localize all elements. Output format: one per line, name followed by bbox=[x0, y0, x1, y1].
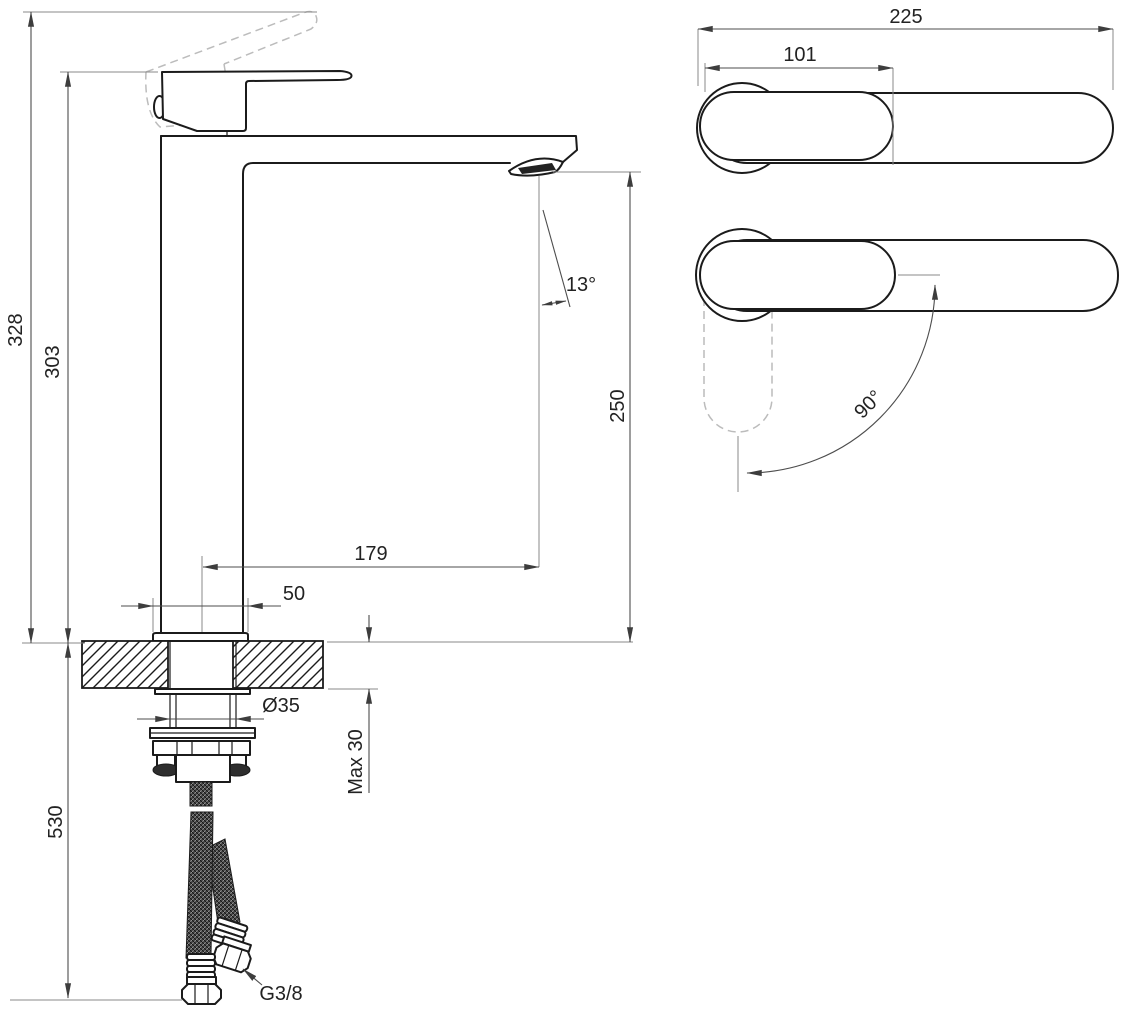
faucet-body-outline bbox=[152, 70, 578, 642]
dim-label-225: 225 bbox=[889, 6, 922, 28]
top-view-handle bbox=[699, 91, 894, 161]
dim-label-101: 101 bbox=[783, 44, 816, 66]
mounting-nut bbox=[152, 740, 251, 756]
front-view: 328 303 530 250 179 50 Ø35 Max 30 13° bbox=[5, 10, 641, 1005]
nut-facets bbox=[176, 741, 233, 755]
supply-hoses bbox=[181, 781, 252, 1005]
hose-stub bbox=[189, 781, 213, 807]
branch-hex-nut bbox=[212, 935, 252, 974]
front-dimensions: 328 303 530 250 179 50 Ø35 Max 30 13° bbox=[5, 11, 641, 1005]
dim-label-90deg: 90° bbox=[850, 386, 887, 423]
dim-label-50: 50 bbox=[283, 583, 305, 605]
countertop-hatch-right bbox=[232, 640, 324, 689]
dim-label-max30: Max 30 bbox=[345, 729, 367, 795]
spout-underside-and-column bbox=[242, 162, 511, 634]
dim-label-250: 250 bbox=[607, 389, 629, 422]
dim-label-thread: G3/8 bbox=[259, 983, 302, 1005]
angle-arrow-13 bbox=[541, 300, 567, 306]
dim-label-13deg: 13° bbox=[566, 274, 596, 296]
angle-line-13 bbox=[542, 209, 571, 308]
dim-label-328: 328 bbox=[5, 313, 27, 346]
leader-g38 bbox=[242, 968, 263, 986]
hose-branch bbox=[206, 838, 241, 931]
dim-label-303: 303 bbox=[42, 345, 64, 378]
countertop-hatch-left bbox=[81, 640, 169, 689]
base-plate bbox=[152, 632, 249, 642]
handle-rotation-view: 90° bbox=[695, 228, 1119, 492]
spout-top-edge bbox=[160, 135, 578, 163]
aerator-mesh bbox=[518, 163, 556, 174]
handle-lever bbox=[161, 70, 353, 132]
connection-block bbox=[175, 754, 231, 783]
mounting-hardware bbox=[149, 641, 256, 783]
rotation-view-handle bbox=[699, 240, 896, 310]
countertop-section bbox=[81, 640, 324, 689]
dim-label-179: 179 bbox=[354, 543, 387, 565]
under-counter-flange bbox=[154, 688, 251, 695]
dim-label-hole-diameter: Ø35 bbox=[262, 695, 300, 717]
main-hex-nut bbox=[181, 976, 222, 1005]
arc-90deg bbox=[746, 284, 939, 477]
top-view: 225 101 bbox=[696, 6, 1114, 174]
top-dimensions: 225 101 bbox=[697, 6, 1114, 165]
dim-label-530: 530 bbox=[45, 805, 67, 838]
hose-main bbox=[185, 811, 214, 959]
main-corrugation bbox=[186, 953, 216, 979]
